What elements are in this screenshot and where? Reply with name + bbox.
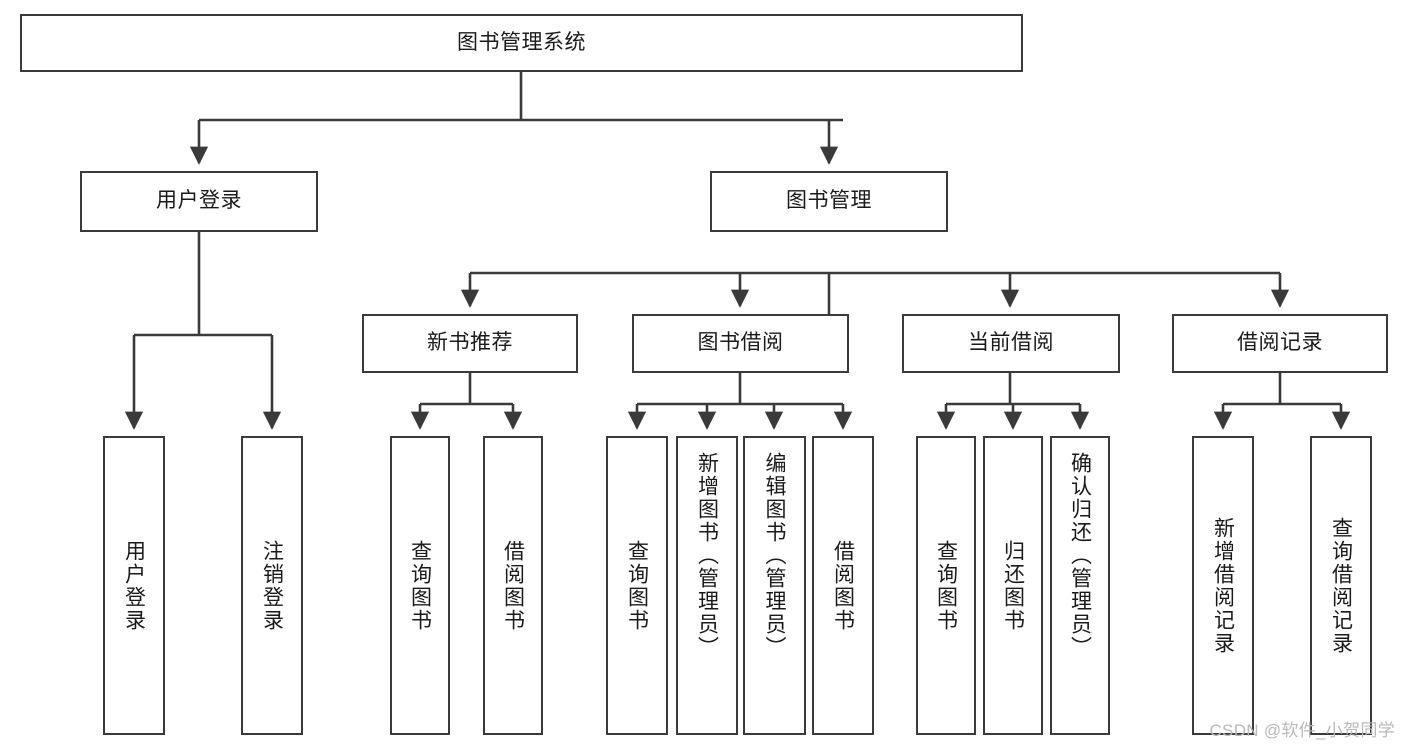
leaf-add-book-admin-label: 新增图书（管理员） xyxy=(695,452,719,659)
leaf-logout-label: 注销登录 xyxy=(260,539,284,632)
leaf-return-book-label: 归还图书 xyxy=(1001,539,1025,632)
node-user-login[interactable]: 用户登录 xyxy=(80,171,318,232)
leaf-query-book-borrow[interactable]: 查询图书 xyxy=(606,436,668,735)
leaf-user-login-label: 用户登录 xyxy=(122,539,146,632)
leaf-query-book-newbook[interactable]: 查询图书 xyxy=(390,436,450,735)
node-root[interactable]: 图书管理系统 xyxy=(20,14,1023,72)
leaf-borrow-book-newbook[interactable]: 借阅图书 xyxy=(483,436,543,735)
leaf-borrow-book-newbook-label: 借阅图书 xyxy=(501,539,525,632)
leaf-add-borrow-record-label: 新增借阅记录 xyxy=(1211,516,1235,655)
leaf-query-book-current[interactable]: 查询图书 xyxy=(916,436,976,735)
node-borrow-records-label: 借阅记录 xyxy=(1237,331,1323,355)
leaf-edit-book-admin-label: 编辑图书（管理员） xyxy=(763,452,786,659)
node-book-management[interactable]: 图书管理 xyxy=(710,171,948,232)
leaf-return-book[interactable]: 归还图书 xyxy=(983,436,1043,735)
leaf-borrow-book-label: 借阅图书 xyxy=(831,539,855,632)
leaf-query-book-borrow-label: 查询图书 xyxy=(625,539,649,632)
leaf-logout[interactable]: 注销登录 xyxy=(241,436,303,735)
node-user-login-label: 用户登录 xyxy=(156,189,242,213)
node-new-book-recommend-label: 新书推荐 xyxy=(427,331,513,355)
node-current-borrow[interactable]: 当前借阅 xyxy=(902,314,1120,373)
node-borrow-records[interactable]: 借阅记录 xyxy=(1172,314,1388,373)
node-root-label: 图书管理系统 xyxy=(457,30,586,54)
leaf-query-book-current-label: 查询图书 xyxy=(934,539,958,632)
csdn-watermark: CSDN @软件_小贺同学 xyxy=(1209,721,1395,740)
leaf-edit-book-admin[interactable]: 编辑图书（管理员） xyxy=(743,436,806,735)
node-book-management-label: 图书管理 xyxy=(786,189,872,213)
leaf-borrow-book[interactable]: 借阅图书 xyxy=(812,436,874,735)
leaf-confirm-return-admin[interactable]: 确认归还（管理员） xyxy=(1050,436,1110,735)
leaf-add-borrow-record[interactable]: 新增借阅记录 xyxy=(1192,436,1254,735)
node-book-borrow-label: 图书借阅 xyxy=(697,331,784,355)
node-book-borrow[interactable]: 图书借阅 xyxy=(632,314,849,373)
leaf-query-borrow-record-label: 查询借阅记录 xyxy=(1329,516,1353,655)
node-new-book-recommend[interactable]: 新书推荐 xyxy=(362,314,578,373)
leaf-confirm-return-admin-label: 确认归还（管理员） xyxy=(1068,452,1092,659)
leaf-add-book-admin[interactable]: 新增图书（管理员） xyxy=(676,436,738,735)
leaf-user-login[interactable]: 用户登录 xyxy=(103,436,165,735)
leaf-query-book-newbook-label: 查询图书 xyxy=(408,539,432,632)
node-current-borrow-label: 当前借阅 xyxy=(968,331,1054,355)
leaf-query-borrow-record[interactable]: 查询借阅记录 xyxy=(1310,436,1372,735)
